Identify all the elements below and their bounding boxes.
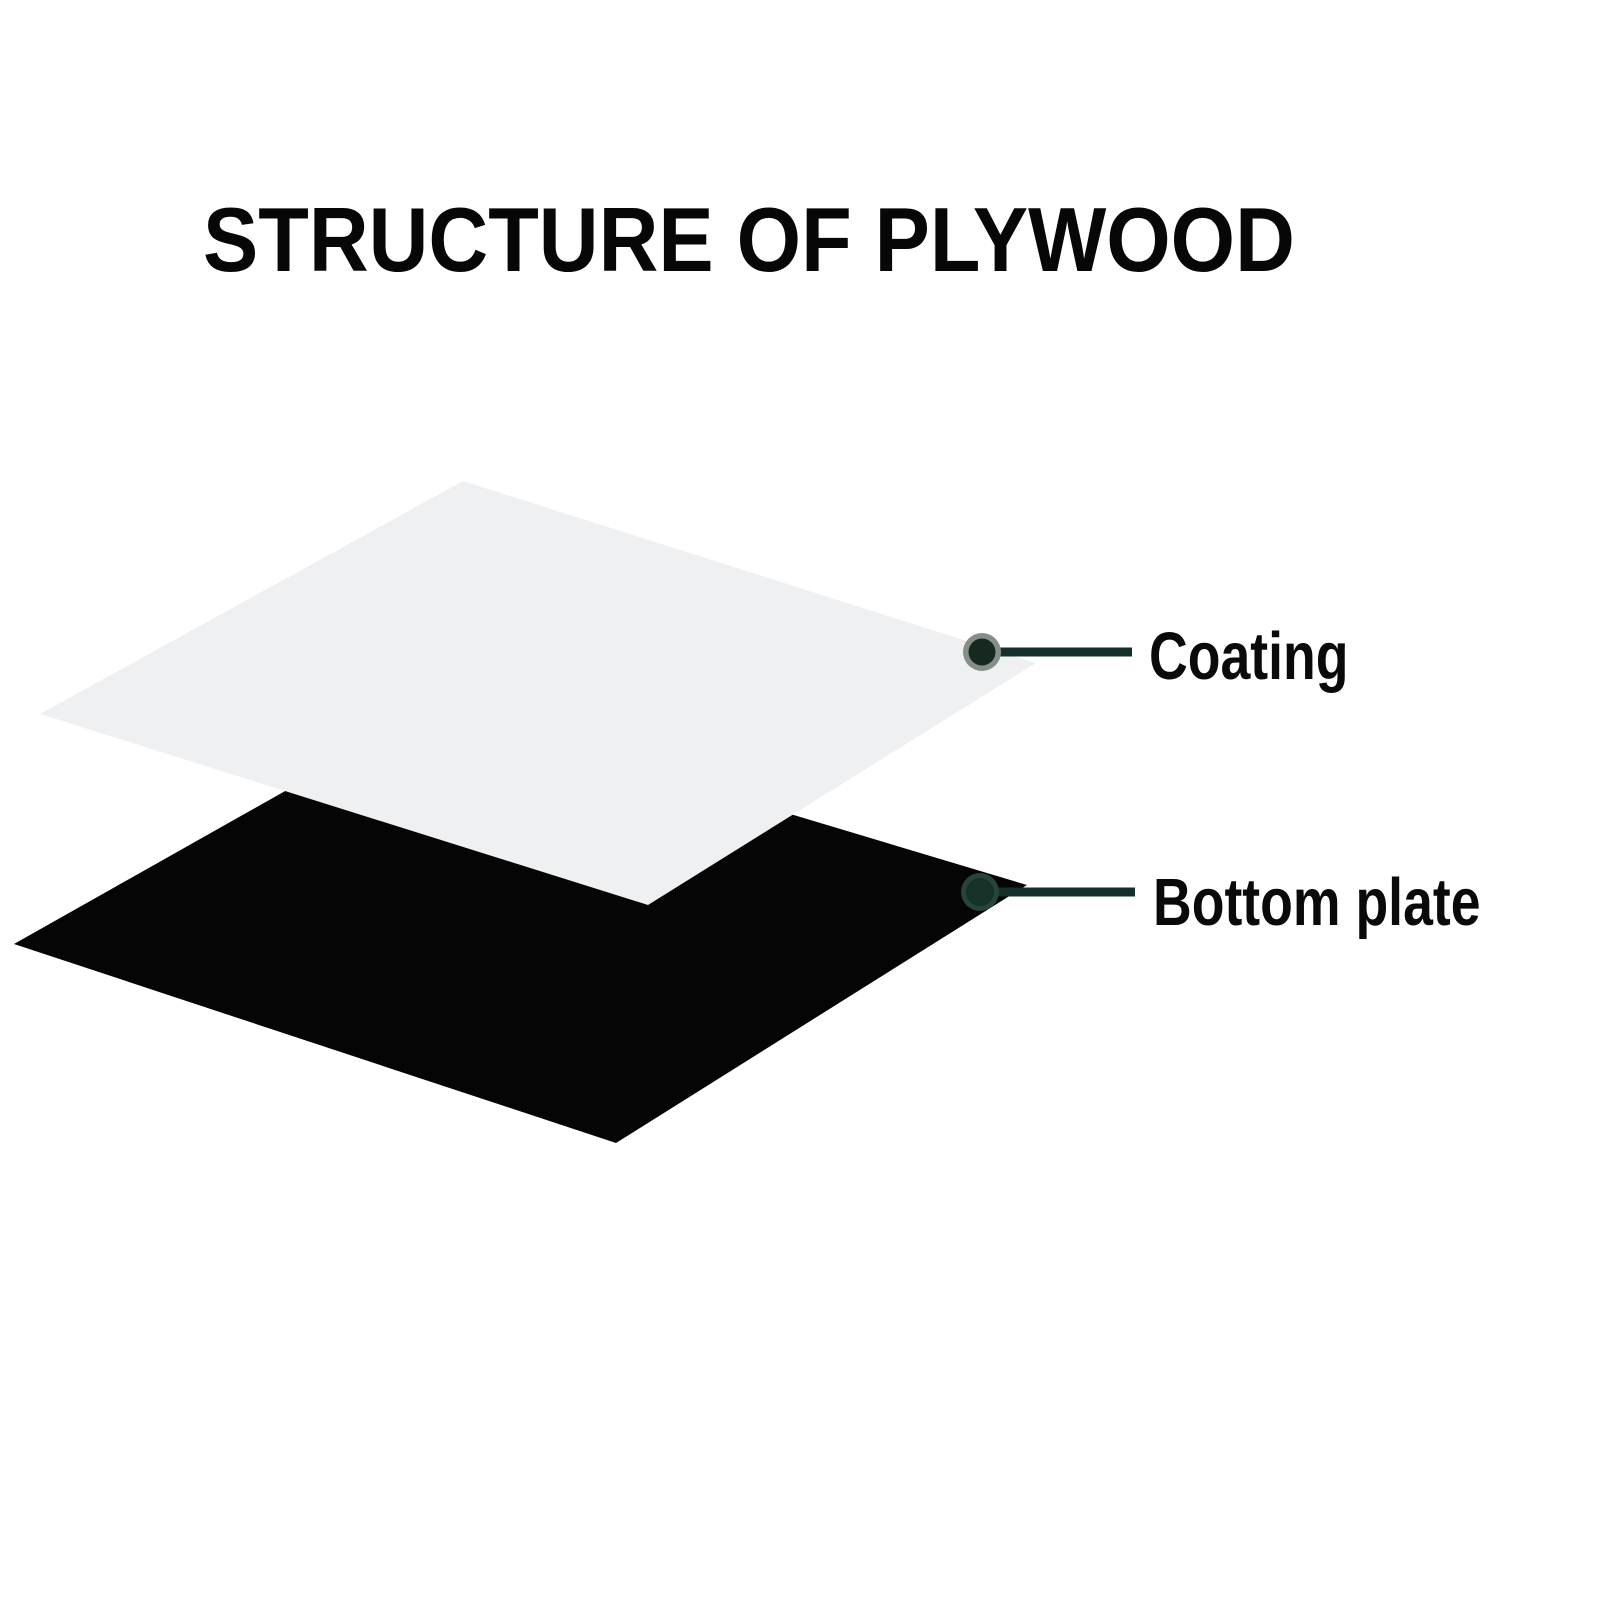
coating-label: Coating bbox=[1149, 619, 1349, 694]
bottom-plate-label: Bottom plate bbox=[1153, 865, 1481, 940]
bottom-plate-dot-icon bbox=[966, 878, 994, 906]
coating-dot-icon bbox=[968, 638, 996, 666]
coating-layer bbox=[40, 481, 1036, 905]
page-title: STRUCTURE OF PLYWOOD bbox=[203, 190, 1295, 291]
